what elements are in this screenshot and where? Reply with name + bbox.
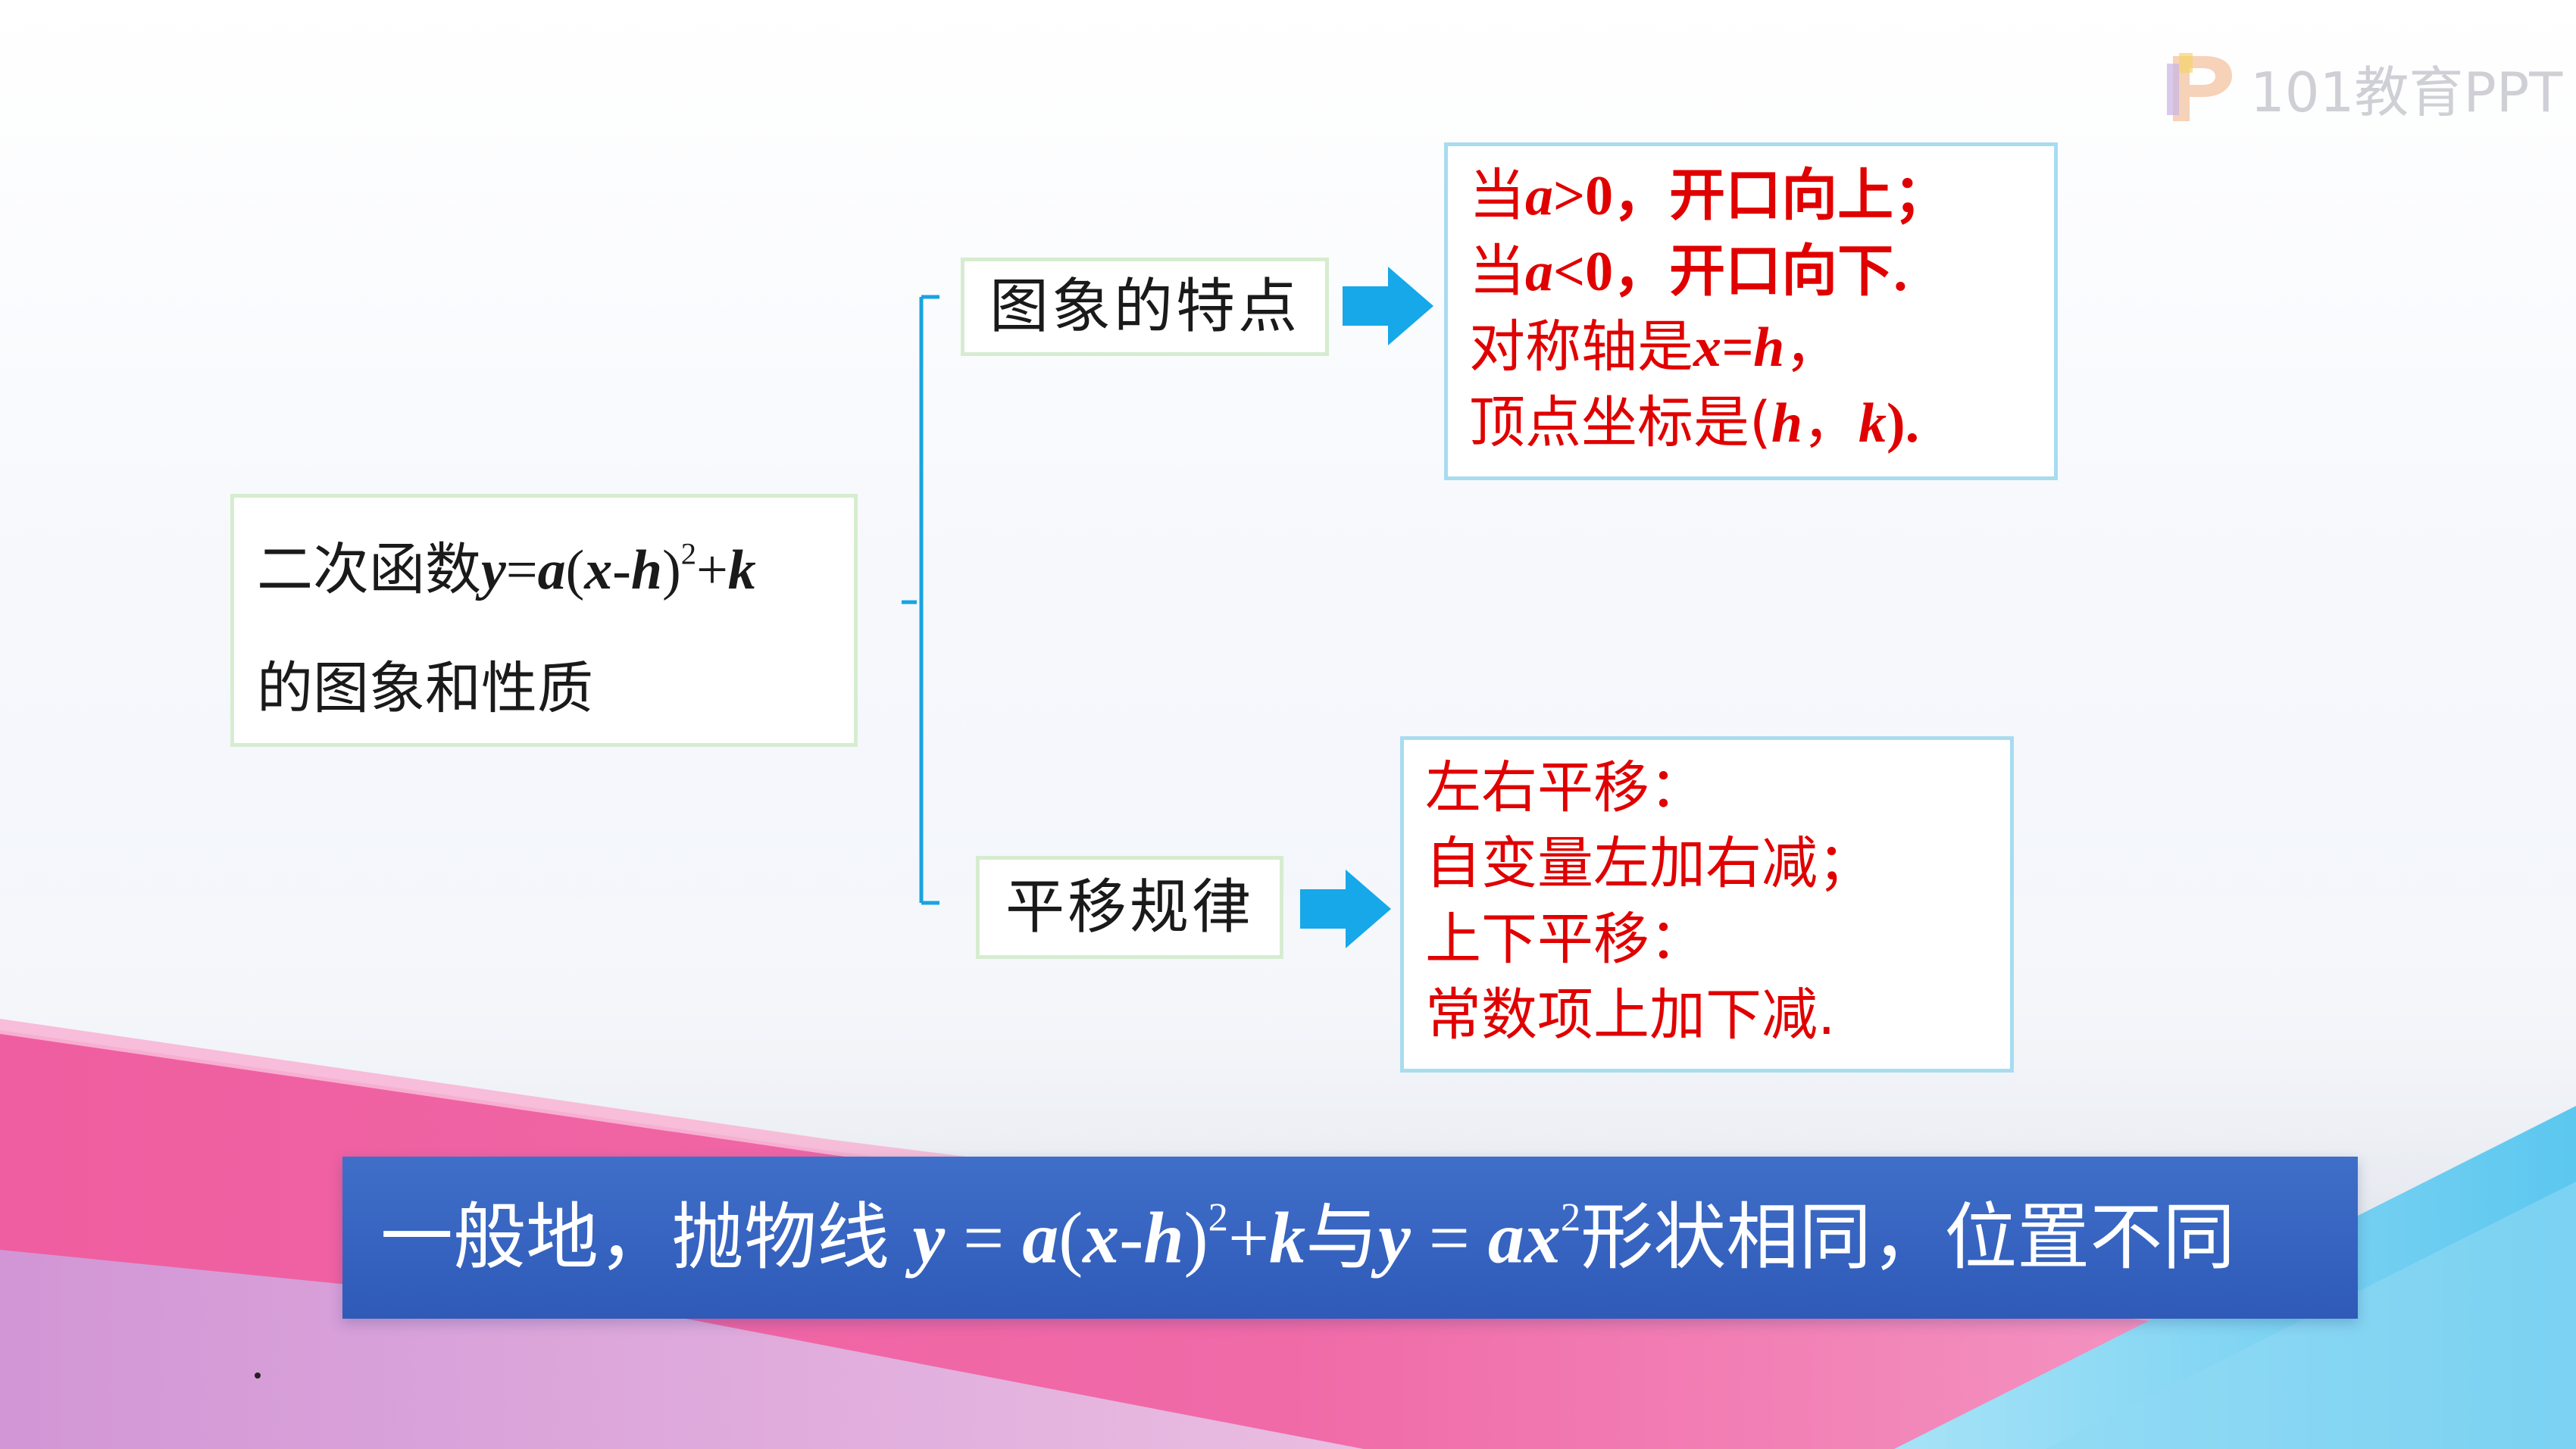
info-text: ， [1784,314,1841,379]
eq-close-paren: ) [1183,1197,1208,1279]
eq-exponent: 2 [1560,1195,1581,1240]
info-text: 对称轴是 [1469,314,1693,379]
info-text: 当 [1469,163,1525,228]
eq-exponent: 2 [680,536,697,571]
eq-plus: + [1227,1197,1270,1279]
info-line: 对称轴是x=h， [1469,319,1840,376]
info-line: 顶点坐标是(h，k). [1469,395,1919,451]
info-line: 自变量左加右减； [1425,831,1874,896]
info-line: 上下平移： [1425,907,1705,972]
info-text: >0，开口向上； [1553,165,1950,227]
lavender-band [0,1250,1364,1449]
eq-close-paren: ) [662,539,681,601]
info-text: 顶点坐标是( [1469,390,1771,455]
branch-label: 平移规律 [1005,873,1254,942]
banner-prefix: 一般地，抛物线 [380,1194,913,1280]
eq-plus: + [696,539,728,601]
info-line: 常数项上加下减. [1425,982,1836,1048]
eq-minus: - [612,539,631,601]
eq-exponent: 2 [1208,1195,1228,1240]
eq-equals: = [1410,1197,1488,1279]
info-text: <0，开口向下. [1553,241,1908,303]
summary-text: 一般地，抛物线 y = a(x-h)2+k与y = ax2形状相同，位置不同 [380,1198,2235,1275]
main-concept-box: 二次函数y=a(x-h)2+k 的图象和性质 [230,494,858,747]
banner-suffix: 形状相同，位置不同 [1580,1194,2236,1280]
eq-h: h [1143,1197,1184,1279]
info-text: ， [1802,390,1859,455]
eq-y: y [1378,1197,1411,1279]
eq-equals: = [505,539,538,601]
info-line: 左右平移： [1425,755,1705,820]
info-line: 当a<0，开口向下. [1469,243,1908,300]
eq-minus: - [1119,1197,1144,1279]
info-var: x=h [1693,317,1785,379]
eq-k: k [727,539,756,601]
brand-logo: 101教育PPT [2156,42,2562,133]
arrow-icon [1300,870,1391,948]
branch-node-translation-rules: 平移规律 [976,856,1283,959]
eq-open-paren: ( [565,539,585,601]
main-title-line2: 的图象和性质 [257,656,593,721]
logo-text: 101教育PPT [2250,61,2563,124]
eq-y: y [481,539,506,601]
info-text: ). [1887,392,1920,454]
banner-connector-text: 与 [1305,1194,1379,1280]
eq-k: k [1269,1197,1306,1279]
eq-h: h [630,539,663,601]
eq-a: a [1022,1197,1059,1279]
arrow-icon [1343,267,1433,345]
info-var: h [1771,392,1803,454]
main-title-prefix: 二次函数 [257,537,481,602]
eq-y: y [912,1197,946,1279]
branch-label: 图象的特点 [989,273,1300,341]
info-var: k [1859,392,1887,454]
info-line: 当a>0，开口向上； [1469,167,1949,224]
eq-equals: = [945,1197,1023,1279]
eq-x: x [1083,1197,1120,1279]
branch-node-graph-features: 图象的特点 [961,258,1329,356]
summary-banner: 一般地，抛物线 y = a(x-h)2+k与y = ax2形状相同，位置不同 [342,1157,2358,1319]
info-box-graph-features: 当a>0，开口向上； 当a<0，开口向下. 对称轴是x=h， 顶点坐标是(h，k… [1444,142,2058,480]
eq-x: x [584,539,613,601]
info-var: a [1525,241,1553,303]
eq-a: a [537,539,566,601]
info-box-translation-rules: 左右平移： 自变量左加右减； 上下平移： 常数项上加下减. [1400,736,2014,1073]
connector-bracket [902,295,939,905]
info-var: a [1525,165,1553,227]
stray-dot [255,1372,261,1379]
logo-icon [2167,53,2232,121]
info-text: 当 [1469,239,1525,304]
eq-ax: ax [1487,1197,1561,1279]
eq-open-paren: ( [1058,1197,1083,1279]
main-title-line1: 二次函数y=a(x-h)2+k [257,539,756,601]
